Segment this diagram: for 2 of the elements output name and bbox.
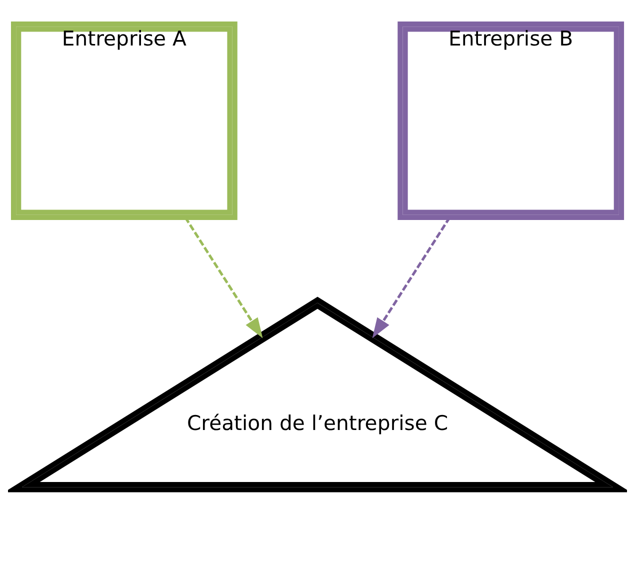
node-box: Entreprise B <box>398 22 624 220</box>
node-box: Entreprise A <box>10 22 238 220</box>
